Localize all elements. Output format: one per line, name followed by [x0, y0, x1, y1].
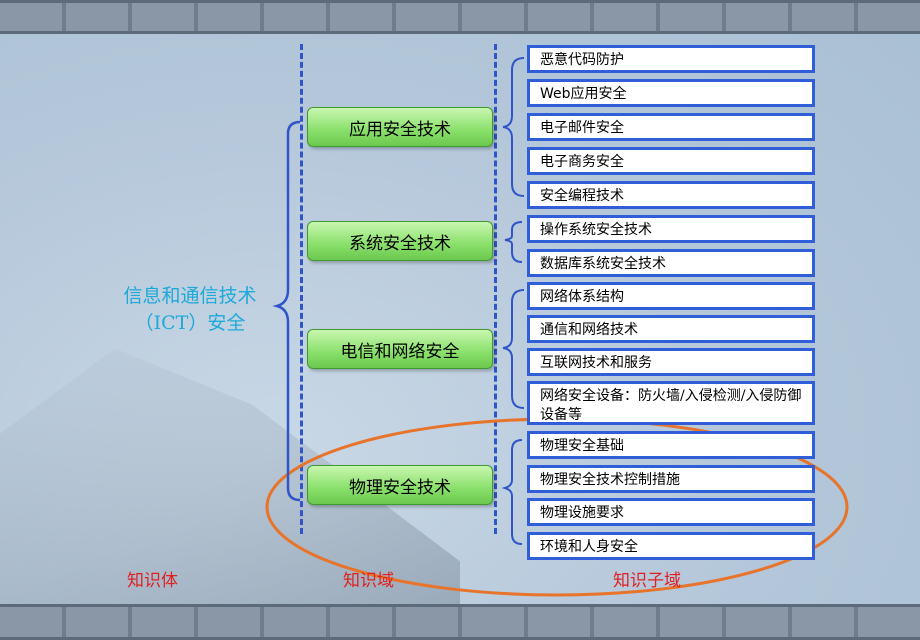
subdomain-database-security: 数据库系统安全技术 [527, 249, 815, 277]
bottom-frame-band [0, 604, 920, 640]
subdomain-communication-network: 通信和网络技术 [527, 315, 815, 343]
root-title-line1: 信息和通信技术 [123, 285, 257, 307]
subdomain-internet-services: 互联网技术和服务 [527, 348, 815, 376]
root-title-line2: （ICT）安全 [134, 312, 246, 334]
domain-physical-security: 物理安全技术 [307, 465, 493, 505]
subdomain-email-security: 电子邮件安全 [527, 113, 815, 141]
domain-network-security: 电信和网络安全 [307, 329, 493, 369]
subdomain-network-architecture: 网络体系结构 [527, 282, 815, 310]
subdomain-web-app-security: Web应用安全 [527, 79, 815, 107]
subdomain-malware-protection: 恶意代码防护 [527, 45, 815, 73]
column-label-body: 知识体 [127, 571, 178, 591]
domain-app-security: 应用安全技术 [307, 107, 493, 147]
subdomain-secure-programming: 安全编程技术 [527, 181, 815, 209]
top-frame-band [0, 0, 920, 34]
subdomain-environment-personnel: 环境和人身安全 [527, 532, 815, 560]
subdomain-network-security-devices: 网络安全设备：防火墙/入侵检测/入侵防御设备等 [527, 381, 815, 425]
brace-app [502, 57, 525, 197]
subdomain-os-security: 操作系统安全技术 [527, 215, 815, 243]
brace-sys [504, 221, 523, 263]
subdomain-facility-requirements: 物理设施要求 [527, 498, 815, 526]
column-label-subdomain: 知识子域 [613, 571, 681, 591]
domain-column-divider [300, 44, 303, 534]
subdomain-physical-security-basics: 物理安全基础 [527, 431, 815, 459]
column-label-domain: 知识域 [343, 571, 394, 591]
root-title: 信息和通信技术 （ICT）安全 [100, 283, 280, 337]
brace-net [502, 289, 525, 409]
subdomain-column-divider [494, 44, 497, 534]
subdomain-ecommerce-security: 电子商务安全 [527, 147, 815, 175]
main-brace [272, 120, 301, 502]
domain-system-security: 系统安全技术 [307, 221, 493, 261]
subdomain-physical-controls: 物理安全技术控制措施 [527, 465, 815, 493]
brace-phys [501, 439, 523, 545]
